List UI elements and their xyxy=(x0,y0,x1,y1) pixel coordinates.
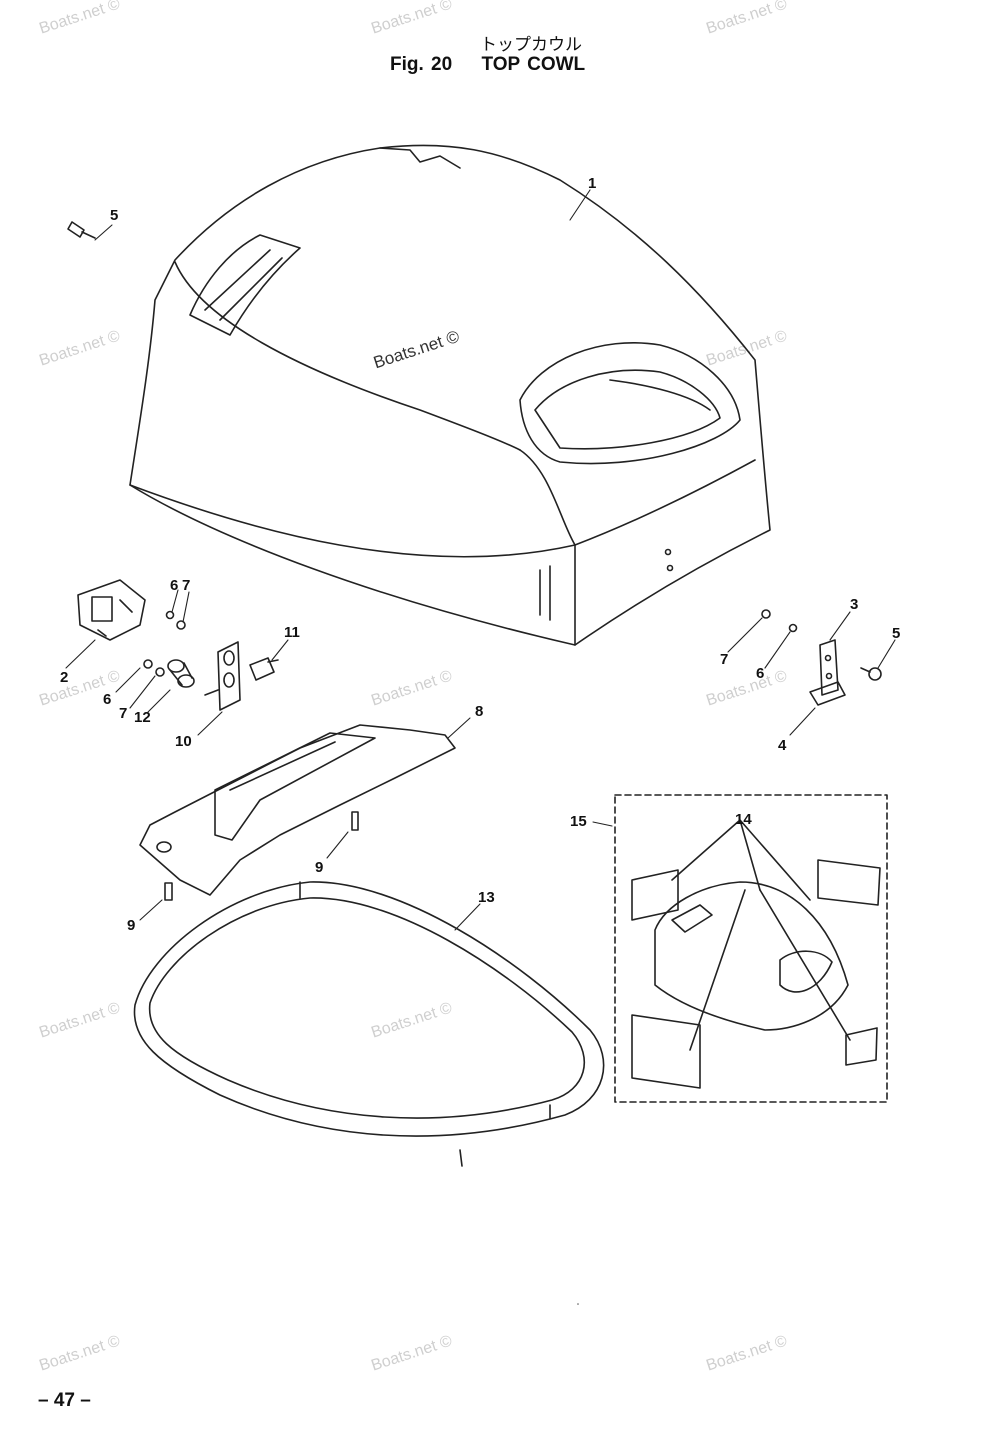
screw-left xyxy=(67,221,96,239)
callout-2: 2 xyxy=(60,669,68,686)
callout-12: 12 xyxy=(134,709,151,726)
nut-right-7 xyxy=(761,609,771,619)
nut-left-7b xyxy=(155,667,165,677)
rubber-seal xyxy=(133,881,605,1167)
figure-name: TOP COWL xyxy=(481,54,586,75)
callout-1: 1 xyxy=(588,175,596,192)
callout-7-right: 7 xyxy=(720,651,728,668)
washer-left-6b xyxy=(143,659,153,669)
callout-13: 13 xyxy=(478,889,495,906)
callout-3: 3 xyxy=(850,596,858,613)
callout-6-right: 6 xyxy=(756,665,764,682)
decal-set xyxy=(631,819,881,1089)
callout-6-left: 6 xyxy=(103,691,111,708)
page-number: – 47 – xyxy=(38,1390,91,1411)
screw-right xyxy=(860,667,882,681)
hook-latch xyxy=(809,681,846,706)
callout-15: 15 xyxy=(570,813,587,830)
pin-part-lower xyxy=(164,882,173,901)
nut-left-7 xyxy=(176,620,186,630)
pin-part-upper xyxy=(351,811,359,831)
cowl-handle xyxy=(139,724,456,896)
decal-set-box xyxy=(614,794,888,1103)
callout-4: 4 xyxy=(778,737,787,754)
stray-dot xyxy=(577,1303,579,1305)
callout-5-right: 5 xyxy=(892,625,900,642)
leader-lines xyxy=(65,189,896,931)
callout-11: 11 xyxy=(284,624,300,641)
bolt-part xyxy=(249,657,279,681)
cowl-bracket xyxy=(204,641,241,711)
washer-left-6 xyxy=(165,610,175,620)
callout-8: 8 xyxy=(475,703,483,720)
callout-7-left: 7 xyxy=(119,705,127,722)
callout-9-lower: 9 xyxy=(127,917,135,934)
callout-14: 14 xyxy=(735,811,752,828)
callout-9-upper: 9 xyxy=(315,859,323,876)
figure-number: Fig. 20 xyxy=(390,54,453,75)
japanese-title: トップカウル xyxy=(480,35,582,55)
cowl-latch xyxy=(77,579,146,641)
hook-plate xyxy=(819,639,839,696)
callout-5-left: 5 xyxy=(110,207,118,224)
figure-title: Fig. 20 TOP COWL xyxy=(390,54,585,76)
collar-part xyxy=(167,659,195,688)
callout-6-top: 6 xyxy=(170,577,178,594)
washer-right-6 xyxy=(788,623,798,633)
callout-10: 10 xyxy=(175,733,192,750)
top-cowl-part xyxy=(129,144,771,646)
callout-7-top: 7 xyxy=(182,577,190,594)
